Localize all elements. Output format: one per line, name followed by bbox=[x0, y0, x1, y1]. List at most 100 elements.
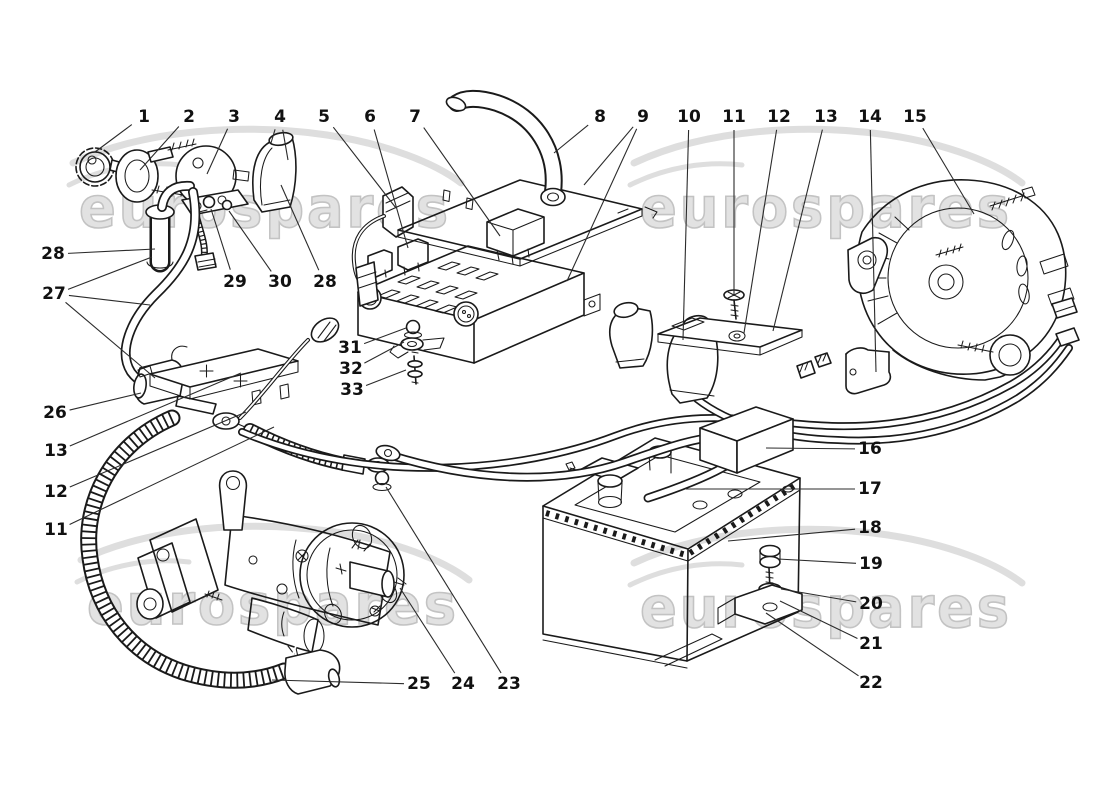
cable-clamp-14 bbox=[845, 347, 892, 395]
leader-line-23 bbox=[385, 486, 502, 674]
part-number-16: 16 bbox=[858, 439, 882, 459]
part-number-28: 28 bbox=[41, 244, 65, 264]
leader-line-31 bbox=[363, 327, 407, 345]
part-number-21: 21 bbox=[859, 634, 883, 654]
starter-motor bbox=[136, 470, 407, 658]
sensor-cable bbox=[238, 317, 340, 420]
leader-line-12 bbox=[69, 411, 247, 488]
leader-line-9 bbox=[583, 126, 634, 186]
relay-connector bbox=[194, 252, 217, 271]
leader-line-33 bbox=[365, 369, 407, 386]
part-number-11: 11 bbox=[44, 520, 68, 540]
leader-line-1 bbox=[94, 124, 133, 153]
leader-line-9 bbox=[566, 128, 638, 282]
rubber-terminal-boot-4 bbox=[252, 131, 297, 213]
part-number-19: 19 bbox=[859, 554, 883, 574]
hold-down-bracket-22 bbox=[717, 584, 803, 625]
part-number-23: 23 bbox=[497, 674, 521, 694]
part-number-33: 33 bbox=[340, 380, 364, 400]
leader-line-6 bbox=[373, 129, 409, 249]
part-number-12: 12 bbox=[44, 482, 68, 502]
part-number-24: 24 bbox=[451, 674, 475, 694]
terminal-boot-25 bbox=[284, 645, 341, 695]
positive-bus-bar bbox=[137, 348, 299, 406]
nut bbox=[405, 319, 421, 335]
part-number-18: 18 bbox=[858, 518, 882, 538]
leader-line-18 bbox=[727, 528, 856, 542]
nuts-29-30 bbox=[198, 195, 233, 213]
part-number-3: 3 bbox=[228, 107, 240, 127]
leader-line-24 bbox=[399, 587, 456, 674]
hold-down-bolt-19 bbox=[759, 544, 781, 591]
leader-line-13 bbox=[69, 372, 242, 447]
connector-plug bbox=[355, 261, 379, 307]
terminal-boot-10a bbox=[608, 301, 654, 369]
round-plug bbox=[310, 317, 340, 343]
part-number-17: 17 bbox=[858, 479, 882, 499]
leader-line-3 bbox=[206, 128, 229, 175]
part-number-6: 6 bbox=[364, 107, 376, 127]
part-number-27: 27 bbox=[42, 284, 66, 304]
cable-ring-lug bbox=[375, 444, 401, 462]
part-number-22: 22 bbox=[859, 673, 883, 693]
leader-line-28 bbox=[280, 184, 320, 271]
mounting-hardware-31-32-33 bbox=[389, 319, 445, 385]
plus-marks bbox=[199, 364, 248, 388]
nut bbox=[221, 199, 233, 211]
leader-line-22 bbox=[765, 612, 859, 677]
part-number-11: 11 bbox=[722, 107, 746, 127]
eurospares-watermark: eurospares bbox=[627, 125, 1026, 242]
fuse bbox=[397, 238, 429, 271]
leader-line-27 bbox=[68, 294, 151, 306]
leader-line-29 bbox=[210, 208, 231, 270]
part-number-13: 13 bbox=[44, 441, 68, 461]
leader-line-8 bbox=[553, 124, 589, 154]
alternator-cable-lugs bbox=[1051, 297, 1080, 347]
part-number-20: 20 bbox=[859, 594, 883, 614]
leader-line-28 bbox=[67, 248, 156, 254]
leader-line-27 bbox=[65, 301, 156, 379]
part-number-25: 25 bbox=[407, 674, 431, 694]
breather-tube-28 bbox=[145, 180, 195, 273]
alternator-mount-ear bbox=[847, 236, 888, 294]
part-number-28: 28 bbox=[313, 272, 337, 292]
watermark-text: eurospares bbox=[640, 576, 1012, 641]
part-number-12: 12 bbox=[767, 107, 791, 127]
leader-line-27 bbox=[67, 256, 153, 290]
battery-terminal-cover-16 bbox=[699, 406, 794, 474]
leader-line-14 bbox=[869, 129, 877, 373]
washer bbox=[400, 337, 424, 351]
part-number-29: 29 bbox=[223, 272, 247, 292]
leader-line-30 bbox=[228, 210, 272, 272]
terminal-nut-23 bbox=[372, 470, 392, 492]
leader-line-16 bbox=[765, 447, 856, 450]
nut bbox=[202, 195, 216, 209]
alternator bbox=[847, 179, 1075, 381]
part-number-5: 5 bbox=[318, 107, 330, 127]
leader-line-11 bbox=[69, 426, 275, 525]
leader-line-4 bbox=[282, 129, 289, 161]
leader-line-10 bbox=[682, 129, 690, 341]
part-number-30: 30 bbox=[268, 272, 292, 292]
part-number-10: 10 bbox=[677, 107, 701, 127]
part-number-8: 8 bbox=[594, 107, 606, 127]
leader-line-20 bbox=[780, 588, 857, 603]
fuse-box-cover bbox=[397, 89, 658, 267]
leader-line-19 bbox=[777, 558, 857, 564]
eurospares-watermark: eurospares bbox=[627, 525, 1026, 642]
leader-line-13 bbox=[772, 129, 823, 332]
part-number-4: 4 bbox=[274, 107, 286, 127]
leader-line-26 bbox=[69, 392, 142, 411]
inline-spring-connector bbox=[796, 352, 832, 379]
part-number-32: 32 bbox=[339, 359, 363, 379]
part-number-9: 9 bbox=[637, 107, 649, 127]
part-number-13: 13 bbox=[814, 107, 838, 127]
leader-line-4 bbox=[270, 129, 276, 144]
leader-line-2 bbox=[139, 126, 180, 171]
starter-cable-ring-lug bbox=[218, 470, 248, 531]
fuse-box bbox=[351, 186, 601, 364]
leader-line-12 bbox=[743, 129, 778, 334]
leader-line-25 bbox=[271, 679, 405, 685]
